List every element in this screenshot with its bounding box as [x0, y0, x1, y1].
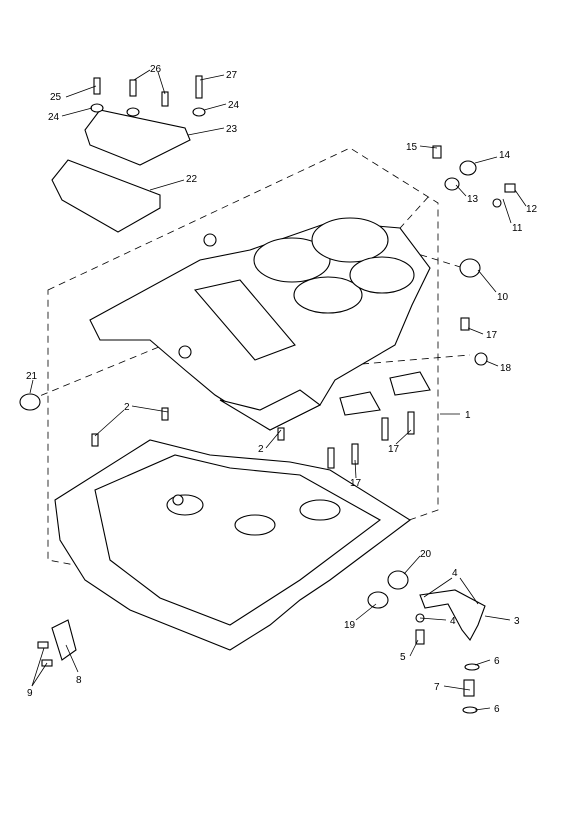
callout-13: 13: [467, 194, 479, 205]
lower-crankcase: [54, 439, 411, 651]
callout-8: 8: [76, 675, 82, 686]
leader-dashed-18: [349, 354, 471, 366]
small-parts: [19, 75, 516, 714]
assembly-boundary: [47, 147, 439, 591]
callout-23: 23: [226, 124, 238, 135]
baffle-plate-23: [84, 109, 191, 166]
callout-20: 20: [420, 549, 432, 560]
callout-7: 7: [434, 682, 440, 693]
callout-25: 25: [50, 92, 62, 103]
callout-12: 12: [526, 204, 538, 215]
callout-14: 14: [499, 150, 511, 161]
callout-18: 18: [500, 363, 512, 374]
callout-6-lower: 6: [494, 704, 500, 715]
callout-19: 19: [344, 620, 356, 631]
callout-21: 21: [26, 371, 38, 382]
callout-24-right: 24: [228, 100, 240, 111]
leader-dashed-21: [29, 329, 201, 401]
callout-24-left: 24: [48, 112, 60, 123]
callout-labels: 1 2 2 3 4 4 5 6 6 7 8 9 10 11 12 13 14 1…: [26, 64, 538, 715]
callout-17-right: 17: [486, 330, 498, 341]
leader-dashed-10: [339, 229, 471, 271]
callout-2-upper: 2: [124, 402, 130, 413]
callout-17-mid: 17: [388, 444, 400, 455]
callout-2-lower: 2: [258, 444, 264, 455]
callout-5: 5: [400, 652, 406, 663]
baffle-plate-22: [51, 159, 161, 233]
callout-3: 3: [514, 616, 520, 627]
upper-crankcase: [89, 217, 431, 431]
callout-15: 15: [406, 142, 418, 153]
callout-10: 10: [497, 292, 509, 303]
callout-26: 26: [150, 64, 162, 75]
callout-6-upper: 6: [494, 656, 500, 667]
callout-17-lower: 17: [350, 478, 362, 489]
callout-1: 1: [465, 410, 471, 421]
leader-lines: [29, 69, 527, 711]
callout-22: 22: [186, 174, 198, 185]
callout-4-upper: 4: [452, 568, 458, 579]
callout-9: 9: [27, 688, 33, 699]
callout-4-lower: 4: [450, 616, 456, 627]
callout-27: 27: [226, 70, 238, 81]
callout-11: 11: [512, 223, 523, 234]
